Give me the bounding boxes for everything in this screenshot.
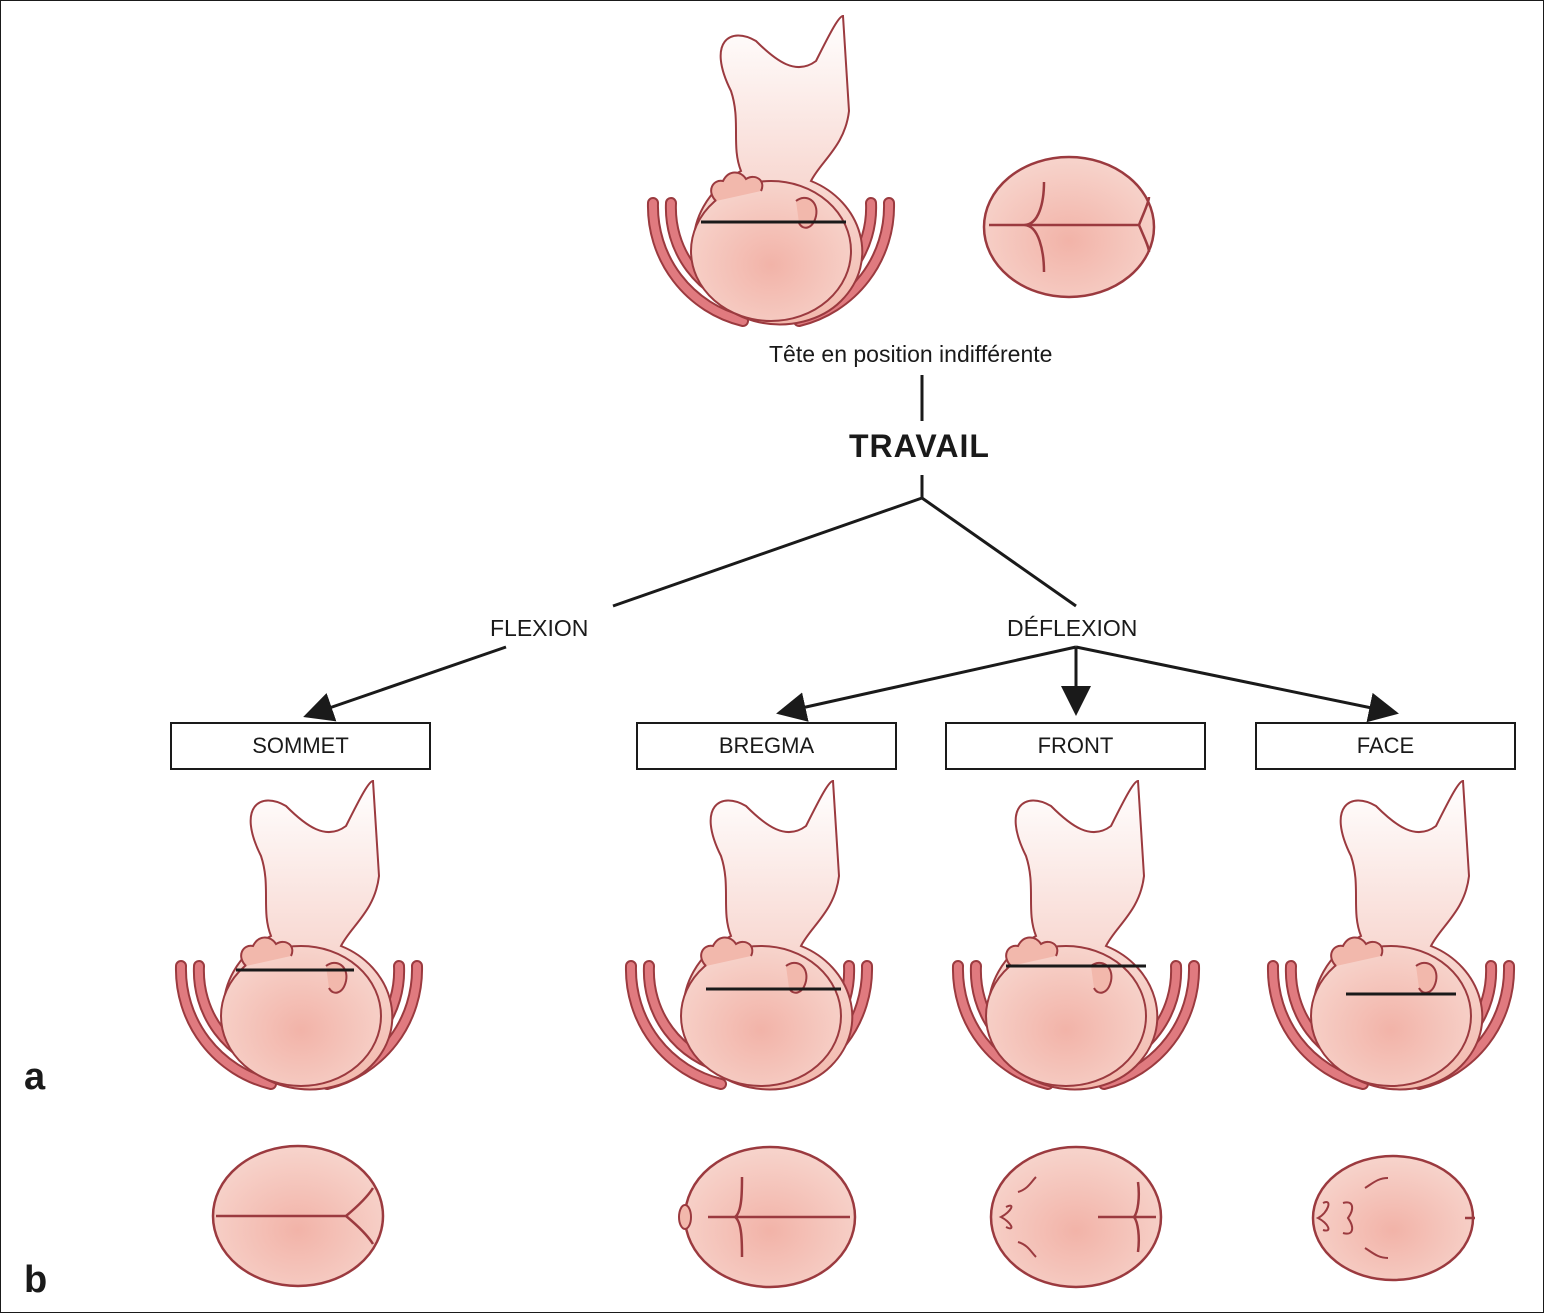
presentation-box-bregma: BREGMA — [636, 722, 897, 770]
panel-label-b: b — [24, 1259, 48, 1301]
initial-skull-top-view — [982, 155, 1156, 299]
deflexion-label: DÉFLEXION — [1007, 615, 1138, 641]
presentation-box-face: FACE — [1255, 722, 1516, 770]
decision-tree-lines — [303, 375, 1399, 723]
face-skull-top-view — [1311, 1154, 1475, 1282]
panel-label-a: a — [24, 1056, 46, 1098]
bregma-skull-top-view — [678, 1145, 857, 1289]
presentation-box-sommet: SOMMET — [170, 722, 431, 770]
sommet-skull-top-view — [211, 1144, 385, 1288]
front-skull-top-view — [989, 1145, 1163, 1289]
flexion-label: FLEXION — [490, 615, 589, 641]
sommet-fetus-illustration — [181, 780, 417, 1091]
face-fetus-illustration — [1273, 780, 1509, 1091]
initial-fetus-illustration — [653, 15, 889, 324]
initial-position-label: Tête en position indifférente — [769, 341, 1053, 367]
presentation-box-front: FRONT — [945, 722, 1206, 770]
bregma-fetus-illustration — [631, 780, 867, 1091]
front-fetus-illustration — [958, 780, 1194, 1091]
labour-title: TRAVAIL — [849, 428, 990, 464]
